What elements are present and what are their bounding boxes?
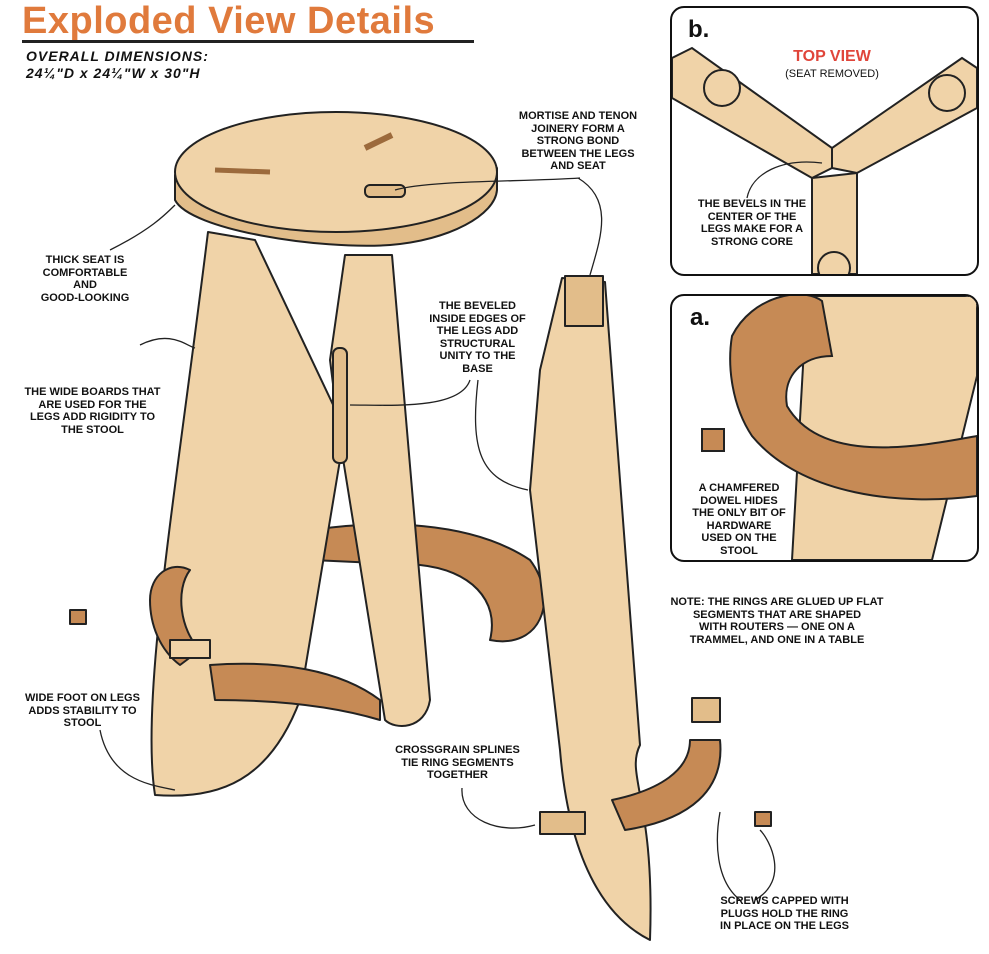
dimensions-heading: OVERALL DIMENSIONS: bbox=[26, 48, 209, 64]
callout-wide-foot: WIDE FOOT ON LEGS ADDS STABILITY TO STOO… bbox=[25, 692, 140, 729]
callout-crossgrain-splines: CROSSGRAIN SPLINES TIE RING SEGMENTS TOG… bbox=[395, 744, 520, 781]
callout-beveled-edges: THE BEVELED INSIDE EDGES OF THE LEGS ADD… bbox=[429, 300, 526, 375]
callout-mortise-tenon: MORTISE AND TENON JOINERY FORM A STRONG … bbox=[518, 110, 638, 172]
title-underline bbox=[22, 40, 474, 43]
panel-b-letter: b. bbox=[688, 16, 710, 43]
panel-a-letter: a. bbox=[690, 304, 711, 331]
top-view-subtitle: (SEAT REMOVED) bbox=[785, 68, 879, 80]
top-view-title: TOP VIEW bbox=[793, 48, 871, 65]
ring-segment-front bbox=[209, 662, 381, 721]
top-view-illustration bbox=[672, 46, 977, 274]
callout-wide-boards: THE WIDE BOARDS THAT ARE USED FOR THE LE… bbox=[24, 386, 161, 436]
callout-thick-seat: THICK SEAT IS COMFORTABLE AND GOOD-LOOKI… bbox=[40, 254, 130, 304]
seat-top bbox=[174, 111, 498, 233]
panel-a-dowel-detail: a. A CHAMFERED DOWEL HIDES THE ONLY BIT … bbox=[670, 294, 979, 562]
panel-b-caption: THE BEVELS IN THE CENTER OF THE LEGS MAK… bbox=[697, 198, 807, 248]
ring-segment-back bbox=[311, 523, 546, 643]
leg-right bbox=[329, 254, 431, 727]
callout-rings-note: NOTE: THE RINGS ARE GLUED UP FLAT SEGMEN… bbox=[670, 596, 884, 646]
panel-a-caption: A CHAMFERED DOWEL HIDES THE ONLY BIT OF … bbox=[692, 482, 786, 557]
leg-exploded bbox=[529, 277, 652, 941]
dowel-detail-illustration bbox=[701, 296, 977, 560]
leg-left bbox=[150, 231, 346, 797]
panel-b-top-view: b. TOP VIEW (SEAT REMOVED) THE BEVELS IN… bbox=[670, 6, 979, 276]
ring-segment-exploded bbox=[611, 739, 722, 831]
page-title: Exploded View Details bbox=[22, 0, 436, 42]
dimensions-value: 24¼"D x 24¼"W x 30"H bbox=[26, 65, 201, 81]
callout-screws: SCREWS CAPPED WITH PLUGS HOLD THE RING I… bbox=[720, 895, 849, 932]
